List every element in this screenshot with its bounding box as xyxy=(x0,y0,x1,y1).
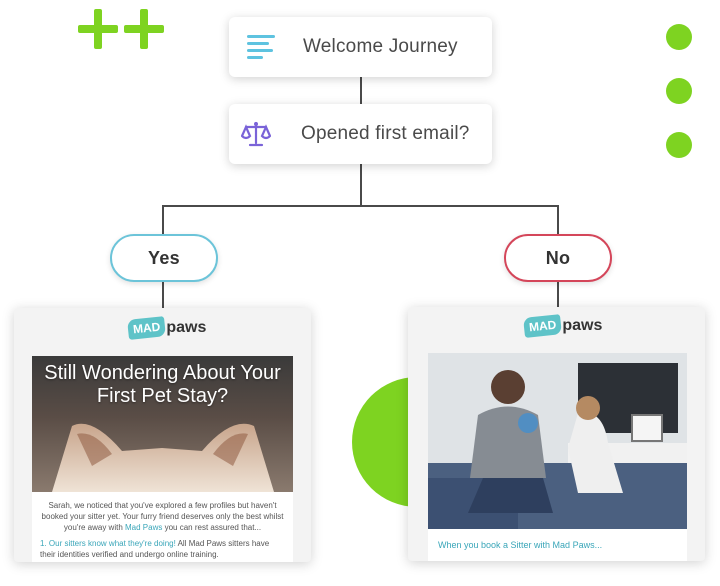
mad-paws-logo: MAD paws xyxy=(523,314,603,338)
flow-node-opened-first-email[interactable]: Opened first email? xyxy=(229,104,492,164)
email-preview-yes[interactable]: MAD paws Still Wondering About Your Firs… xyxy=(14,308,311,562)
woman-with-dog-photo xyxy=(428,353,687,529)
cat-ears-image xyxy=(52,423,274,492)
email-preview-no[interactable]: MAD paws When you book a Sitter with Mad… xyxy=(408,307,705,561)
connector-branch-yes xyxy=(162,205,164,235)
list-lines-icon xyxy=(247,35,275,59)
green-dot-1 xyxy=(666,24,692,50)
connector-no-email xyxy=(557,280,559,308)
mad-paws-logo: MAD paws xyxy=(127,316,207,340)
logo-word: paws xyxy=(562,317,603,334)
connector-branch-horizontal xyxy=(162,205,559,207)
green-dot-3 xyxy=(666,132,692,158)
logo-badge: MAD xyxy=(523,314,563,338)
email-hero-title: Still Wondering About Your First Pet Sta… xyxy=(44,362,281,407)
email-hero-image xyxy=(428,353,687,529)
branch-no-pill[interactable]: No xyxy=(504,234,612,282)
connector-start-question xyxy=(360,77,362,105)
connector-question-down xyxy=(360,164,362,206)
email-body: Sarah, we noticed that you've explored a… xyxy=(32,492,293,562)
connector-branch-no xyxy=(557,205,559,235)
logo-word: paws xyxy=(166,319,207,336)
mad-paws-link[interactable]: Mad Paws xyxy=(125,523,163,532)
flow-node-welcome-journey[interactable]: Welcome Journey xyxy=(229,17,492,77)
email-hero-image: Still Wondering About Your First Pet Sta… xyxy=(32,356,293,492)
green-dot-2 xyxy=(666,78,692,104)
plus-decoration-2 xyxy=(124,9,164,49)
email-intro-text: Sarah, we noticed that you've explored a… xyxy=(41,501,284,532)
email-caption[interactable]: When you book a Sitter with Mad Paws... xyxy=(438,540,603,550)
email-body: When you book a Sitter with Mad Paws... xyxy=(428,529,687,561)
scales-icon xyxy=(241,121,271,147)
branch-yes-pill[interactable]: Yes xyxy=(110,234,218,282)
connector-yes-email xyxy=(162,280,164,308)
email-point-text: 1. Our sitters know what they're doing! … xyxy=(40,539,270,559)
point-link[interactable]: 1. Our sitters know what they're doing! xyxy=(40,539,176,548)
flow-node-label: Opened first email? xyxy=(301,123,470,144)
logo-badge: MAD xyxy=(127,316,167,340)
plus-decoration-1 xyxy=(78,9,118,49)
flow-node-label: Welcome Journey xyxy=(303,36,458,57)
